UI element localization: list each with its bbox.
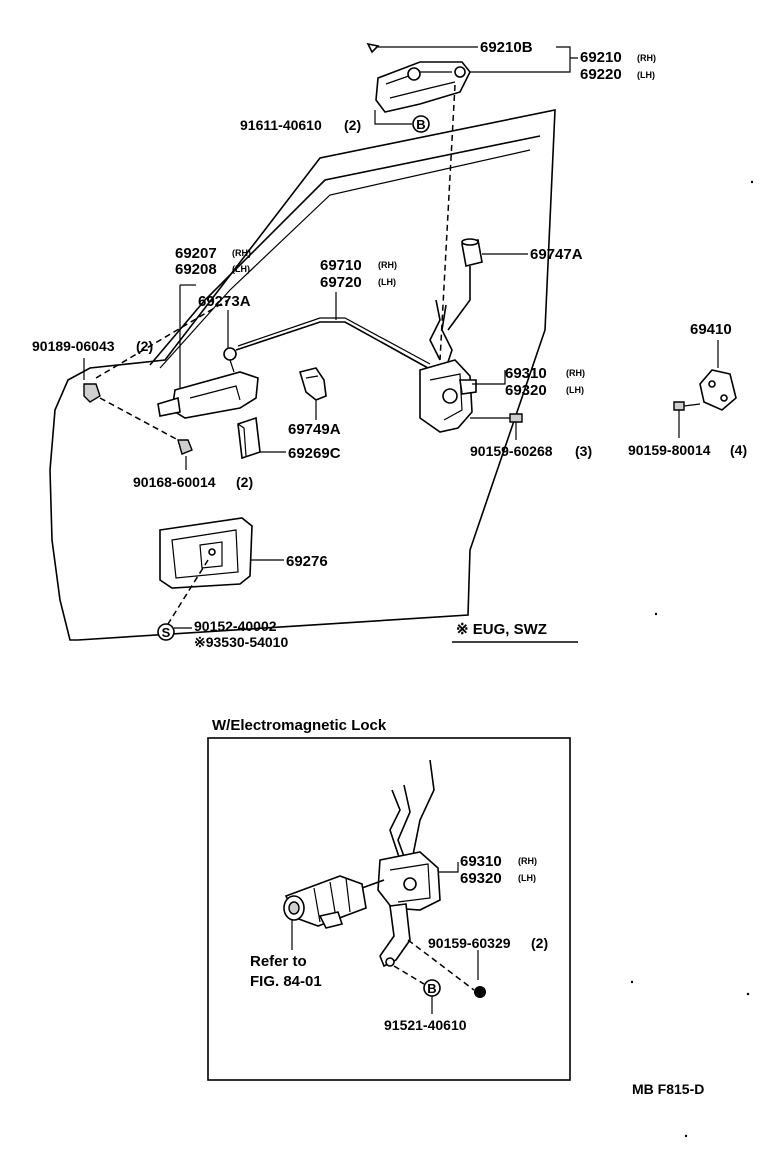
speck [684, 1134, 688, 1138]
part-69210-handle [366, 42, 471, 113]
mark-b-upper: B [416, 117, 425, 132]
dash-handle-to-lock [439, 84, 456, 361]
part-solenoid [283, 875, 385, 929]
label-em-69310-rh: (RH) [518, 856, 537, 866]
label-em-90159-qty: (2) [531, 935, 548, 951]
screw-em-90159 [474, 986, 486, 998]
leader-69310 [472, 370, 506, 385]
label-69720: 69720 [320, 274, 362, 291]
part-69747A [447, 238, 483, 331]
label-69220-lh: (LH) [637, 70, 655, 80]
part-69207-lever [157, 347, 259, 419]
label-69710-rh: (RH) [378, 260, 397, 270]
part-69276-bezel [159, 517, 253, 589]
label-69220: 69220 [580, 66, 622, 83]
label-69720-lh: (LH) [378, 277, 396, 287]
speck [654, 612, 658, 616]
label-69320-lh: (LH) [566, 385, 584, 395]
em-lock-box [207, 737, 571, 1081]
speck [750, 180, 754, 184]
label-69208: 69208 [175, 261, 217, 278]
refer-line1: Refer to [250, 953, 307, 970]
figure-code: MB F815-D [632, 1081, 704, 1097]
label-69310: 69310 [505, 365, 547, 382]
label-69210B: 69210B [480, 39, 533, 56]
part-69310-lock [419, 299, 477, 433]
label-90168-qty: (2) [236, 474, 253, 490]
mark-s-circle [157, 623, 175, 641]
rod-69710 [235, 321, 429, 369]
mark-b-circle [412, 115, 430, 133]
dash-em-screw [407, 939, 475, 991]
leader-91611 [374, 110, 412, 125]
clip-90189 [83, 383, 101, 403]
note-eug-swz: ※ EUG, SWZ [456, 621, 547, 638]
part-69269C [237, 416, 261, 460]
screw-90159-60268 [509, 413, 523, 423]
label-90159-60268-qty: (3) [575, 443, 592, 459]
label-90159-80014: 90159-80014 [628, 442, 711, 458]
label-69310-rh: (RH) [566, 368, 585, 378]
dash-em-bolt [393, 965, 425, 985]
label-em-90159: 90159-60329 [428, 935, 511, 951]
label-93530: ※93530-54010 [194, 634, 288, 650]
part-69410-striker [699, 369, 737, 411]
label-90168: 90168-60014 [133, 474, 216, 490]
bracket-69210 [556, 46, 578, 73]
label-em-91521: 91521-40610 [384, 1017, 467, 1033]
label-69410: 69410 [690, 321, 732, 338]
label-69207: 69207 [175, 245, 217, 262]
dash-bezel-screw [167, 559, 209, 625]
speck [630, 980, 634, 984]
label-69269C: 69269C [288, 445, 341, 462]
refer-line2: FIG. 84-01 [250, 973, 322, 990]
label-90152: 90152-40002 [194, 618, 277, 634]
label-em-69320-lh: (LH) [518, 873, 536, 883]
label-69710: 69710 [320, 257, 362, 274]
label-69273A: 69273A [198, 293, 251, 310]
label-90189-qty: (2) [136, 338, 153, 354]
mark-s: S [162, 625, 171, 640]
label-69208-lh: (LH) [232, 264, 250, 274]
screw-90168 [177, 439, 193, 455]
label-90189: 90189-06043 [32, 338, 115, 354]
label-em-69310: 69310 [460, 853, 502, 870]
dash-clip [99, 397, 179, 441]
box-title: W/Electromagnetic Lock [212, 717, 387, 734]
label-em-69320: 69320 [460, 870, 502, 887]
label-69276: 69276 [286, 553, 328, 570]
label-91611-qty: (2) [344, 117, 361, 133]
label-69747A: 69747A [530, 246, 583, 263]
part-69749A [298, 367, 327, 401]
label-69320: 69320 [505, 382, 547, 399]
part-em-69310-lock [377, 759, 441, 968]
speck [746, 992, 750, 996]
label-69207-rh: (RH) [232, 248, 251, 258]
door-outline [49, 109, 556, 641]
label-69749A: 69749A [288, 421, 341, 438]
label-69210: 69210 [580, 49, 622, 66]
label-91611: 91611-40610 [240, 117, 322, 133]
mark-b-lower: B [427, 981, 436, 996]
leader-em-69310 [438, 862, 459, 873]
screw-90159-80014 [673, 401, 685, 411]
label-90159-80014-qty: (4) [730, 442, 747, 458]
label-90159-60268: 90159-60268 [470, 443, 553, 459]
label-69210-rh: (RH) [637, 53, 656, 63]
